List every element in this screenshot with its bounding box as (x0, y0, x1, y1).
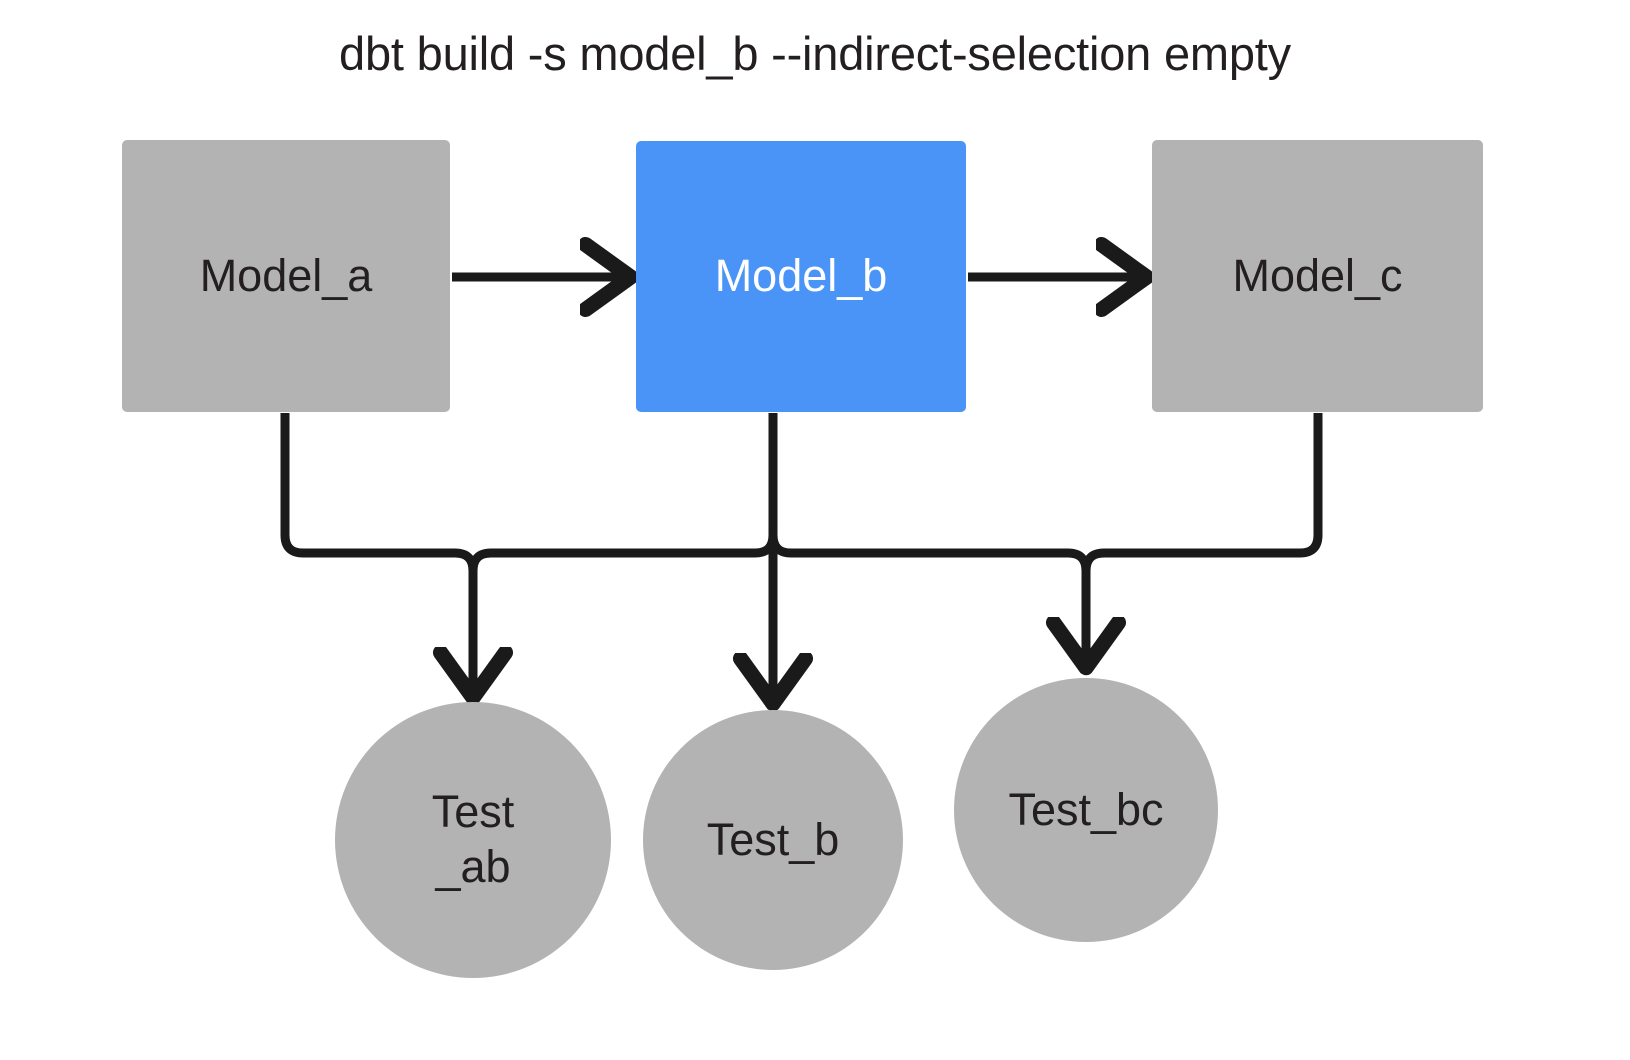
edge-model-c-to-test-bc (1081, 413, 1323, 664)
node-label-test-bc: Test_bc (1008, 783, 1164, 835)
node-label-model-a: Model_a (199, 249, 373, 301)
edge-model-b-to-test-bc (768, 413, 1086, 664)
page-title: dbt build -s model_b --indirect-selectio… (339, 27, 1291, 80)
node-test-ab[interactable]: Test _ab (335, 702, 611, 978)
edge-model-a-to-test-ab (280, 413, 473, 694)
node-test-bc[interactable]: Test_bc (954, 678, 1218, 942)
node-label-test-b: Test_b (706, 813, 840, 865)
node-test-b[interactable]: Test_b (643, 710, 903, 970)
node-label-test-ab: Test _ab (431, 786, 515, 892)
node-label-model-c: Model_c (1232, 249, 1403, 301)
node-label-model-b: Model_b (714, 250, 888, 302)
node-model-c[interactable]: Model_c (1152, 140, 1483, 412)
node-model-b[interactable]: Model_b (636, 141, 966, 412)
edge-model-b-to-test-ab (468, 413, 778, 694)
node-model-a[interactable]: Model_a (122, 140, 450, 412)
